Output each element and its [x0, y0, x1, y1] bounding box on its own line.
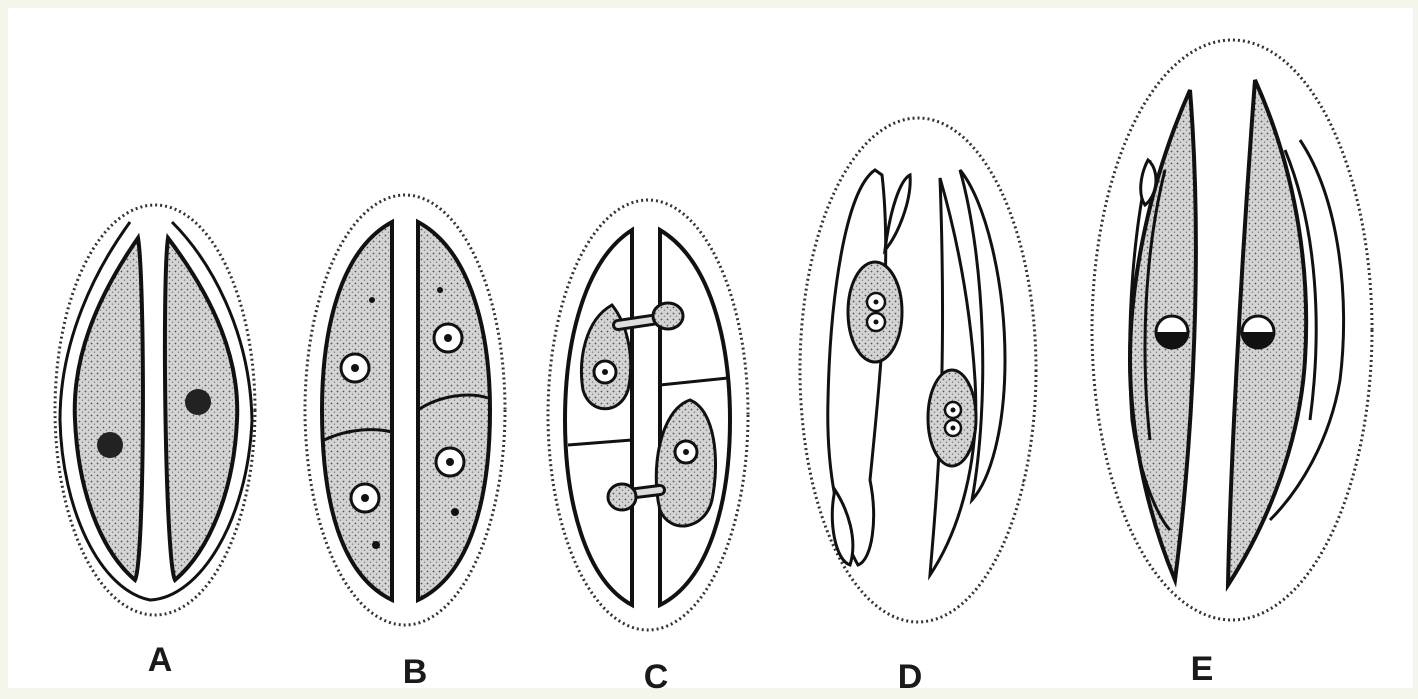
stage-label-c: C [644, 660, 669, 694]
stage-label-b: B [403, 655, 428, 689]
stage-label-e: E [1191, 652, 1214, 686]
stage-label-a: A [148, 643, 173, 677]
stage-a-right-nucleus [185, 389, 211, 415]
stage-a-left-nucleus [97, 432, 123, 458]
stage-label-d: D [898, 660, 923, 694]
